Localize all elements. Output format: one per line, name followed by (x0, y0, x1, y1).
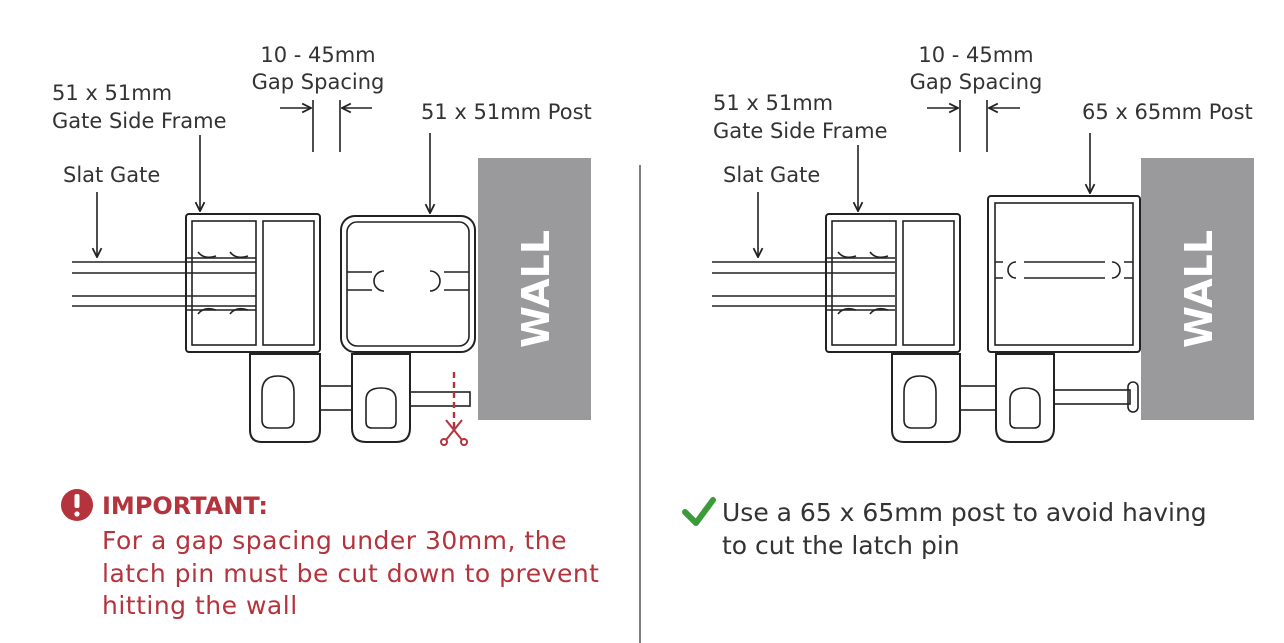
right-diagram: 10 - 45mm Gap Spacing 51 x 51mm Gate Sid… (712, 43, 1254, 443)
left-gate-side-frame (185, 213, 321, 353)
right-slat-gate (712, 261, 895, 307)
right-gap-caption-label: Gap Spacing (910, 70, 1043, 94)
right-frame-caption-label: Gate Side Frame (713, 119, 888, 143)
left-gap-value-label: 10 - 45mm (260, 43, 375, 67)
recommendation-line-1: Use a 65 x 65mm post to avoid having (722, 498, 1207, 527)
left-slat-gate (72, 261, 256, 307)
checkmark-icon (682, 497, 716, 526)
important-line-2: latch pin must be cut down to prevent (102, 559, 600, 588)
right-slat-gate-label: Slat Gate (723, 163, 820, 187)
left-post (340, 215, 476, 353)
exclamation-icon (61, 489, 93, 521)
right-latch (891, 353, 1139, 443)
right-post-label: 65 x 65mm Post (1082, 100, 1253, 124)
right-wall: WALL (1141, 158, 1254, 420)
important-line-1: For a gap spacing under 30mm, the (102, 526, 567, 555)
right-gap-dimension (927, 100, 1020, 152)
left-gap-dimension (280, 100, 372, 152)
recommendation-line-2: to cut the latch pin (722, 531, 960, 560)
right-gap-value-label: 10 - 45mm (918, 43, 1033, 67)
left-post-label: 51 x 51mm Post (421, 100, 592, 124)
scissors-icon (440, 419, 468, 446)
right-post (987, 195, 1141, 353)
left-wall-label: WALL (514, 230, 558, 348)
important-title: IMPORTANT: (102, 492, 269, 520)
left-diagram: 10 - 45mm Gap Spacing 51 x 51mm Gate Sid… (52, 43, 592, 446)
cut-line (440, 372, 468, 446)
left-gap-caption-label: Gap Spacing (252, 70, 385, 94)
left-latch (249, 353, 471, 443)
left-frame-size-label: 51 x 51mm (52, 81, 172, 105)
left-slat-gate-label: Slat Gate (63, 163, 160, 187)
important-line-3: hitting the wall (102, 591, 298, 620)
right-wall-label: WALL (1177, 230, 1221, 348)
right-gate-side-frame (825, 213, 961, 353)
left-wall: WALL (478, 158, 591, 420)
right-frame-size-label: 51 x 51mm (713, 91, 833, 115)
left-frame-caption-label: Gate Side Frame (52, 109, 227, 133)
